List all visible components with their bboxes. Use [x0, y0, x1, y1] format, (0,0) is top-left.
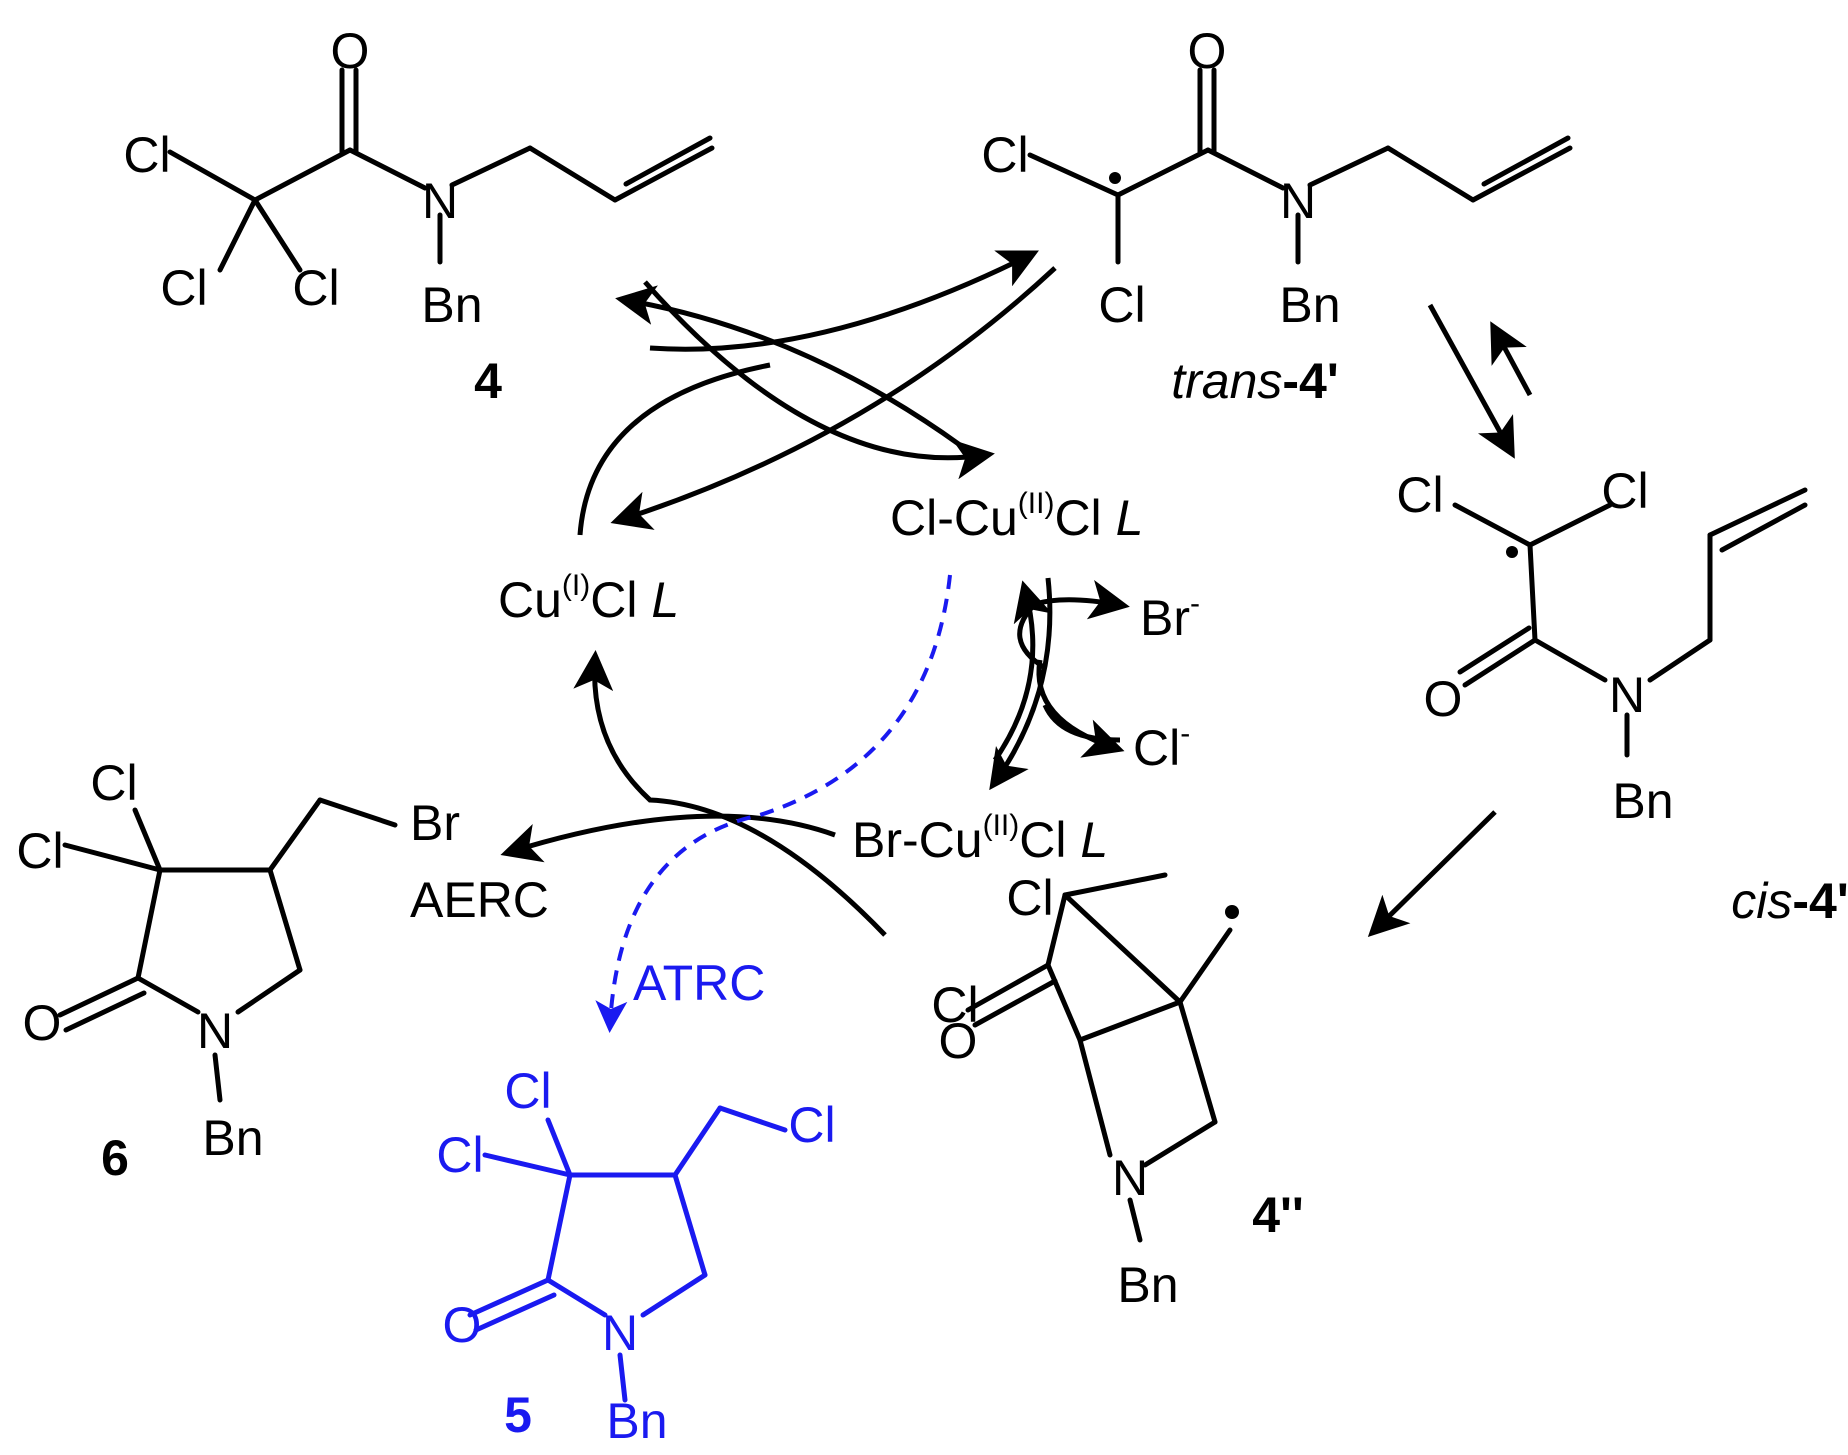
atom-Cl: Cl	[292, 260, 339, 316]
compound-6-structure: Cl Cl Br O N Bn 6	[16, 755, 460, 1186]
atom-Cl: Cl	[1601, 463, 1648, 519]
atom-Cl: Cl	[788, 1097, 835, 1153]
arrow-cu2-to-trans	[649, 250, 1039, 352]
pathway-label-aerc: AERC	[410, 872, 549, 928]
arrow-left-arc	[577, 362, 771, 536]
copper-II-dichloride-complex: Cl-Cu(II)Cl L	[890, 487, 1143, 546]
atom-N: N	[1112, 1150, 1148, 1206]
atom-Cl: Cl	[931, 977, 978, 1033]
compound-label-4doubleprime: 4''	[1252, 1187, 1304, 1243]
radical-dot	[1506, 546, 1518, 558]
atom-O: O	[443, 1297, 482, 1353]
atom-Cl: Cl	[981, 127, 1028, 183]
atom-Cl: Cl	[1396, 467, 1443, 523]
compound-label-trans-4prime: trans-4'	[1171, 353, 1339, 409]
arrow-exchange-return	[1042, 703, 1121, 743]
atom-Cl: Cl	[123, 127, 170, 183]
copper-II-bromochloride-complex: Br-Cu(II)Cl L	[852, 809, 1108, 868]
atom-O: O	[23, 995, 62, 1051]
atom-Cl: Cl	[160, 260, 207, 316]
equilibrium-forward-arrow	[1427, 303, 1515, 459]
atom-N: N	[422, 173, 458, 229]
radical-dot	[1225, 905, 1239, 919]
compound-label-cis-4prime: cis-4'	[1731, 873, 1848, 929]
atom-N: N	[1609, 667, 1645, 723]
atom-Bn: Bn	[606, 1393, 667, 1449]
compound-trans-4prime-structure: O Cl Cl N Bn trans-4'	[981, 23, 1573, 409]
bromide-ion: Br-	[1140, 587, 1200, 646]
atom-Bn: Bn	[421, 277, 482, 333]
compound-label-6: 6	[101, 1130, 129, 1186]
arrow-atrc	[595, 574, 952, 1033]
atom-Bn: Bn	[1279, 277, 1340, 333]
arrow-cubr-up	[992, 580, 1053, 762]
arrow-to-cu1	[573, 650, 887, 937]
arrow-cl-out	[1036, 659, 1125, 758]
atom-Br: Br	[410, 795, 460, 851]
compound-cis-4prime-structure: Cl Cl O N Bn cis-4'	[1396, 463, 1848, 929]
pathway-label-atrc: ATRC	[633, 955, 765, 1011]
arrow-4-to-cu2	[643, 280, 995, 480]
compound-label-4: 4	[474, 353, 502, 409]
atom-Cl: Cl	[16, 823, 63, 879]
atom-N: N	[197, 1003, 233, 1059]
atom-Bn: Bn	[202, 1110, 263, 1166]
atom-N: N	[1280, 173, 1316, 229]
chloride-ion: Cl-	[1133, 717, 1190, 776]
copper-I-chloride-complex: Cu(I)Cl L	[498, 569, 679, 628]
atom-O: O	[1188, 23, 1227, 79]
atom-Bn: Bn	[1117, 1257, 1178, 1313]
atom-O: O	[331, 23, 370, 79]
atom-Cl: Cl	[436, 1127, 483, 1183]
compound-5-structure: Cl Cl Cl O N Bn 5	[436, 1063, 835, 1449]
atom-N: N	[602, 1305, 638, 1361]
compound-4doubleprime-structure: Cl Cl O N Bn 4''	[931, 870, 1303, 1313]
arrow-aerc	[500, 813, 836, 863]
arrow-trans-to-cu2	[610, 266, 1057, 530]
cyclization-arrow	[1367, 810, 1497, 938]
atom-Cl: Cl	[90, 755, 137, 811]
atom-Cl: Cl	[504, 1063, 551, 1119]
compound-4-structure: O Cl Cl Cl N Bn 4	[123, 23, 715, 409]
compound-label-5: 5	[504, 1387, 532, 1443]
radical-dot	[1109, 172, 1121, 184]
equilibrium-reverse-arrow	[1490, 321, 1533, 397]
atom-Bn: Bn	[1612, 773, 1673, 829]
atom-O: O	[939, 1013, 978, 1069]
atom-O: O	[1424, 671, 1463, 727]
arrow-cu2-to-4	[615, 285, 962, 448]
atom-Cl: Cl	[1098, 277, 1145, 333]
pathway-label-atrc-group: ATRC	[633, 955, 765, 1011]
atom-Cl: Cl	[1006, 870, 1053, 926]
